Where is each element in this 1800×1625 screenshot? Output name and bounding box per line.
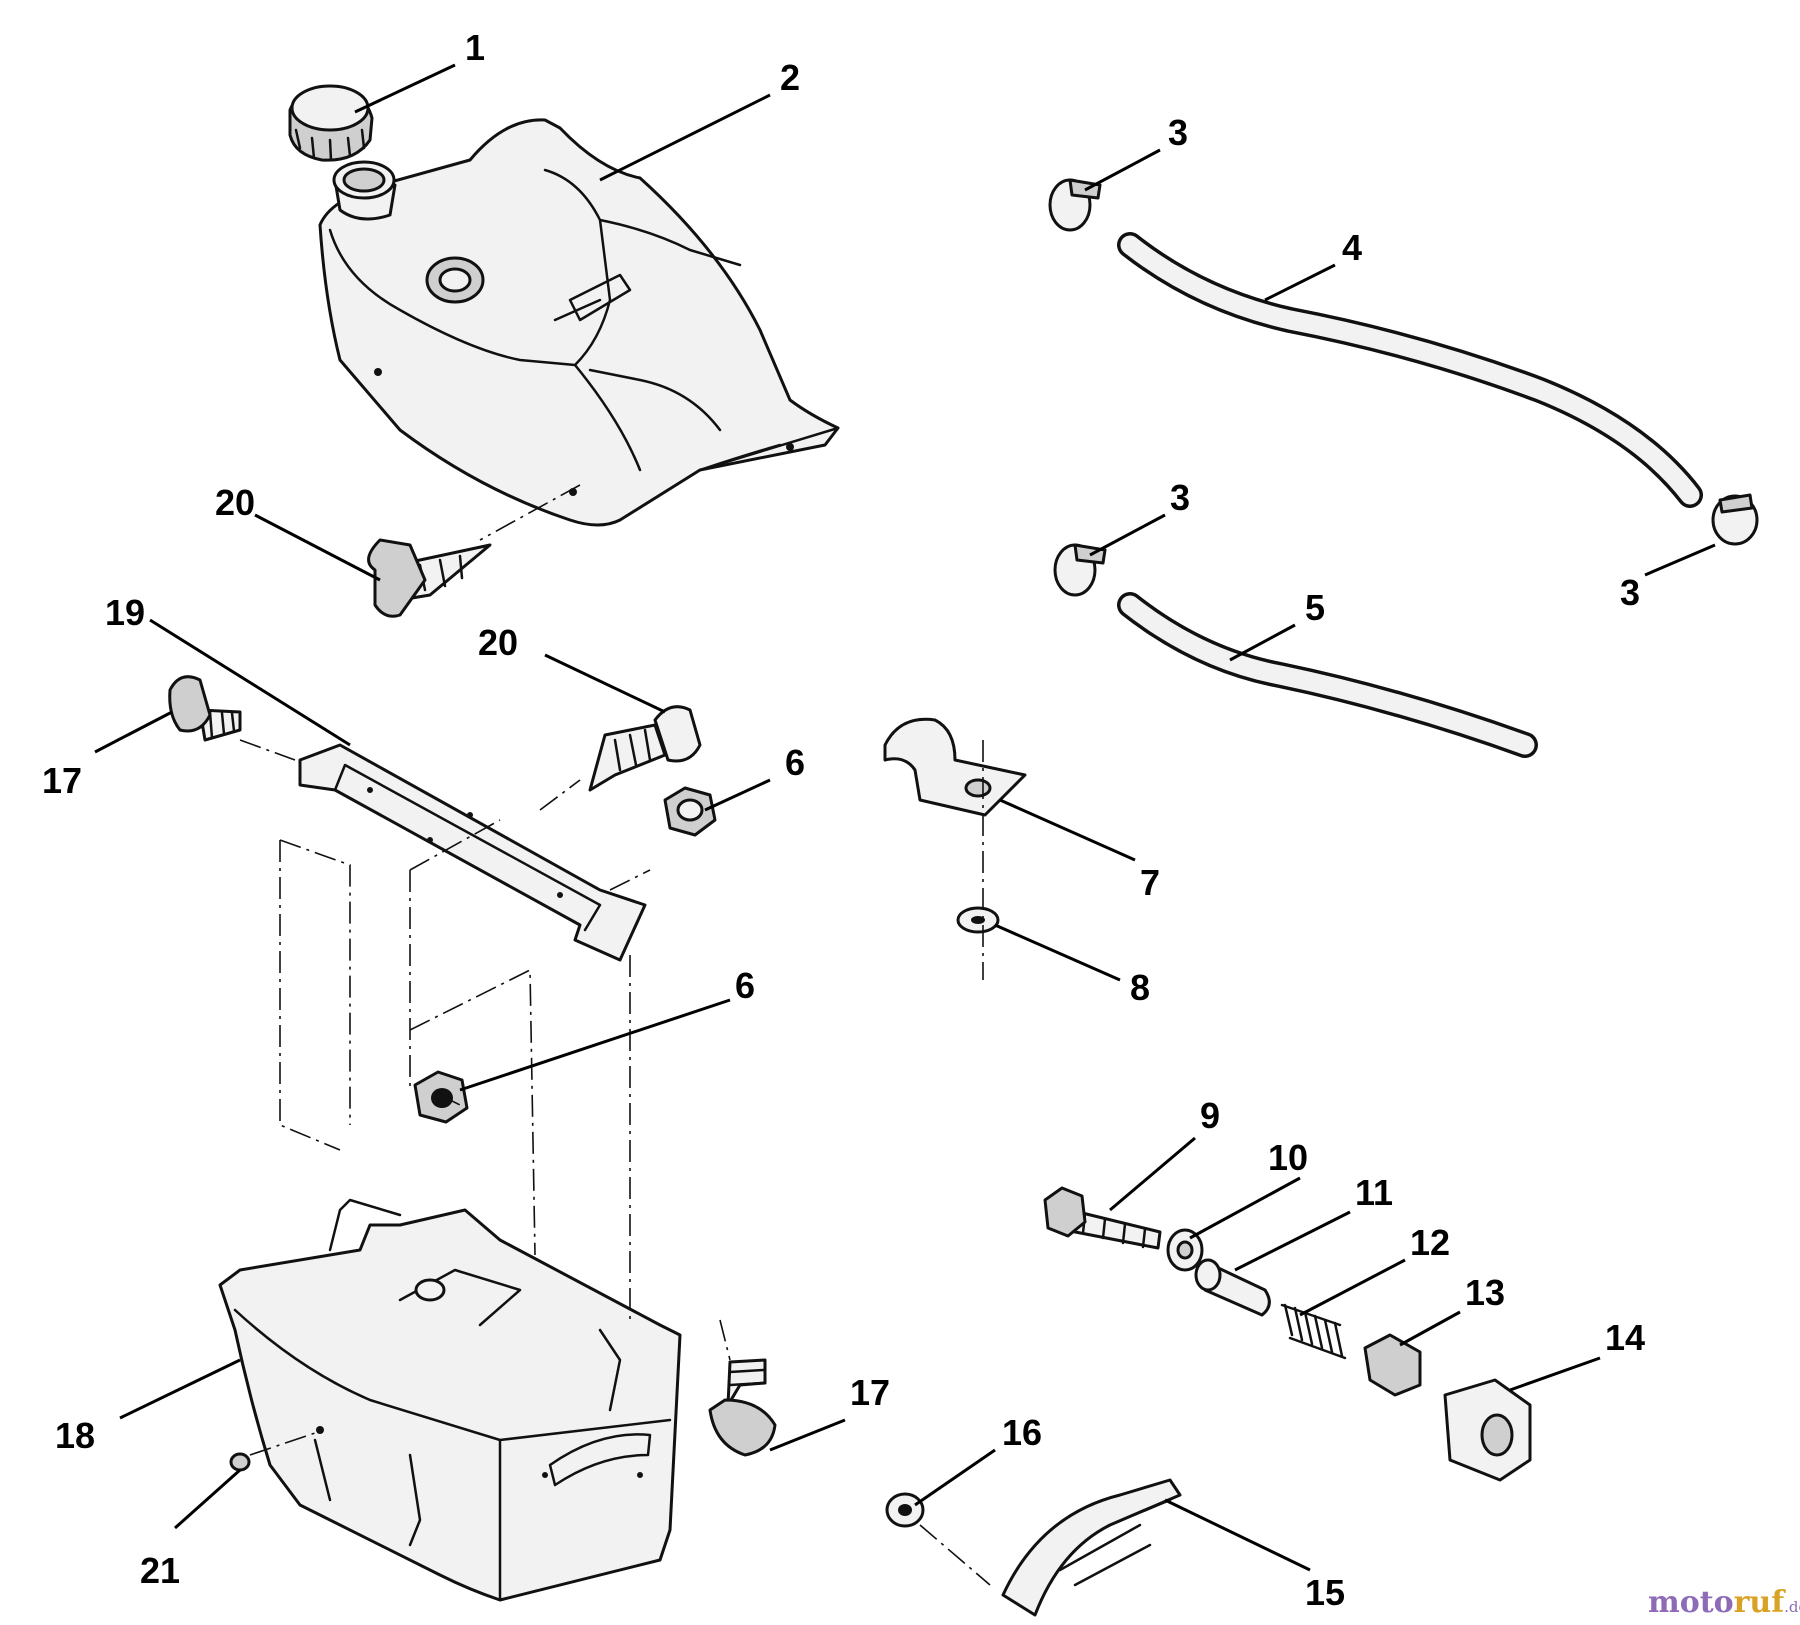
callout-3-right: 3: [1620, 572, 1640, 613]
flat-washer: [1166, 1228, 1204, 1272]
compression-spring: [1280, 1303, 1347, 1360]
knob-insert: [1363, 1333, 1422, 1397]
shoulder-bolt-top: [168, 675, 242, 742]
callout-20-lower: 20: [478, 622, 518, 663]
callout-2: 2: [780, 57, 800, 98]
flange-nut: [885, 1492, 925, 1528]
callout-5: 5: [1305, 587, 1325, 628]
spacer-tube: [1194, 1258, 1271, 1317]
shoulder-bolt-lower: [708, 1358, 777, 1457]
fuel-line-short: [1117, 592, 1538, 758]
control-knob: [1443, 1378, 1532, 1482]
callout-14: 14: [1605, 1317, 1645, 1358]
fuel-cap: [288, 84, 374, 162]
callout-12: 12: [1410, 1222, 1450, 1263]
hose-clamp-top: [1048, 178, 1102, 232]
carriage-screw: [588, 705, 702, 792]
hose-clip-bracket: [883, 717, 1027, 817]
callout-17-top: 17: [42, 760, 82, 801]
leader-lines: [94, 63, 1716, 1572]
speed-quadrant-plate: [1001, 1478, 1182, 1617]
callout-3-top: 3: [1168, 112, 1188, 153]
callout-labels: 1 2 3 4 3 3 5 6 7 8 6 9 10 11 12 13 14 1…: [42, 27, 1645, 1613]
callout-21: 21: [140, 1550, 180, 1591]
callout-10: 10: [1268, 1137, 1308, 1178]
assembly-lines: [239, 484, 991, 1586]
callout-1: 1: [465, 27, 485, 68]
self-tapping-screw: [367, 538, 492, 618]
callout-11: 11: [1355, 1172, 1393, 1213]
callout-6-lower: 6: [735, 965, 755, 1006]
callout-3-middle: 3: [1170, 477, 1190, 518]
push-pin: [229, 1452, 251, 1472]
callout-13: 13: [1465, 1272, 1505, 1313]
hex-nut-lower: [413, 1070, 469, 1124]
hose-clamp-right: [1711, 493, 1759, 546]
callout-15: 15: [1305, 1572, 1345, 1613]
tank-mounting-bracket: [298, 743, 647, 962]
callout-7: 7: [1140, 862, 1160, 903]
flat-washer-small: [956, 906, 1000, 934]
fuel-tank: [318, 118, 840, 527]
callout-4: 4: [1342, 227, 1362, 268]
callout-9: 9: [1200, 1095, 1220, 1136]
callout-20-top: 20: [215, 482, 255, 523]
svg-text:motoruf.de: motoruf.de: [1648, 1585, 1800, 1620]
fuel-line-long: [1117, 232, 1703, 508]
motoruf-watermark-logo: motoruf.de: [1648, 1585, 1800, 1620]
callout-18: 18: [55, 1415, 95, 1456]
callout-17-lower: 17: [850, 1372, 890, 1413]
control-panel-housing: [218, 1198, 682, 1602]
hex-nut-top: [663, 786, 717, 837]
callout-16: 16: [1002, 1412, 1042, 1453]
callout-6-top: 6: [785, 742, 805, 783]
hex-bolt-long: [1043, 1186, 1162, 1250]
callout-8: 8: [1130, 967, 1150, 1008]
callout-19: 19: [105, 592, 145, 633]
